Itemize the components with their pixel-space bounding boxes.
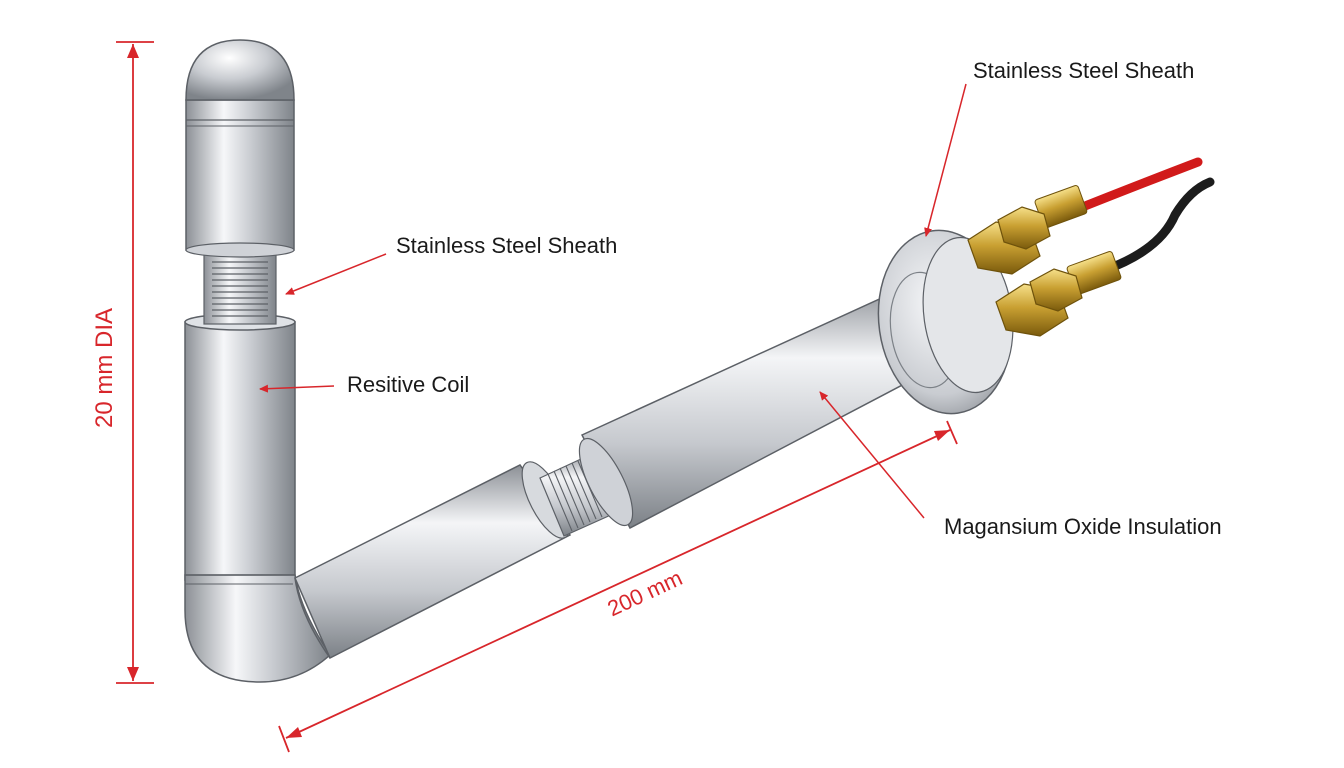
coil-thread-upper: [203, 249, 277, 325]
length-dimension-label: 200 mm: [604, 565, 687, 621]
leader-lines: [259, 83, 967, 519]
mounting-flange: [877, 229, 1014, 415]
label-insulation: Magansium Oxide Insulation: [944, 514, 1222, 539]
label-resistive-coil: Resitive Coil: [347, 372, 469, 397]
lower-vertical-sheath: [184, 321, 296, 581]
diagonal-tube: [294, 229, 1014, 660]
label-sheath-mid: Stainless Steel Sheath: [396, 233, 617, 258]
dome-cap: [185, 39, 295, 101]
label-sheath-top: Stainless Steel Sheath: [973, 58, 1194, 83]
diagonal-sheath-1: [294, 464, 572, 660]
length-dimension: [278, 420, 958, 753]
leader-sheath-mid: [285, 253, 387, 295]
height-dimension-label: 20 mm DIA: [91, 308, 118, 428]
leader-insulation: [819, 391, 925, 519]
terminals: [967, 157, 1215, 337]
terminal-lower: [995, 251, 1122, 337]
leader-coil: [259, 384, 335, 393]
black-wire: [1100, 177, 1215, 275]
leader-sheath-top: [924, 83, 967, 237]
height-dimension: [116, 41, 154, 684]
vertical-tube: [184, 39, 296, 581]
elbow-bend: [184, 574, 331, 683]
terminal-upper: [967, 185, 1088, 275]
upper-vertical-sheath: [185, 99, 295, 251]
